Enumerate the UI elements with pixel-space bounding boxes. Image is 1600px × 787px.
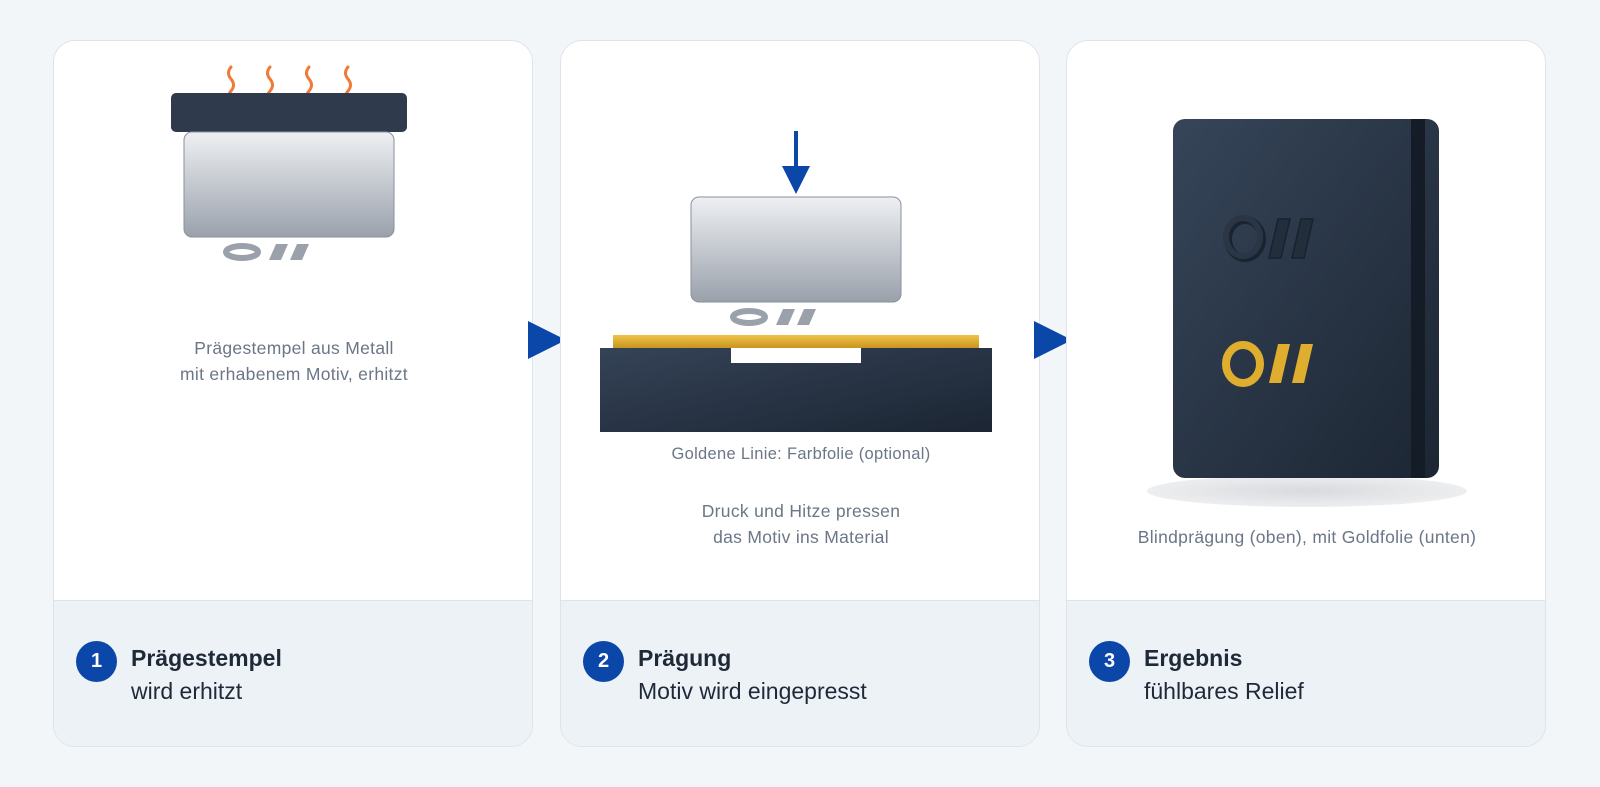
illustration-embossed-notebook: Blindprägung (oben), mit Goldfolie (unte…: [1067, 41, 1545, 601]
step-subtitle: wird erhitzt: [131, 678, 243, 704]
step-2-footer: 2 Prägung Motiv wird eingepresst: [561, 600, 1039, 746]
caption-line: das Motiv ins Material: [713, 527, 889, 547]
caption-line: mit erhabenem Motiv, erhitzt: [180, 364, 408, 384]
illustration-embossing-press: Goldene Linie: Farbfolie (optional) Druc…: [561, 41, 1039, 601]
step-number-badge: 3: [1089, 641, 1130, 682]
notebook-cover: [1173, 119, 1439, 478]
step-subtitle: Motiv wird eingepresst: [638, 678, 867, 704]
logo-motif-icon: [223, 243, 309, 261]
step-subtitle: fühlbares Relief: [1144, 678, 1304, 704]
notebook-shadow: [1147, 475, 1467, 507]
stamp-heater-plate: [171, 93, 407, 132]
triangle-right-icon: [528, 321, 566, 359]
step-number-badge: 2: [583, 641, 624, 682]
blind-embossed-logo-icon: [1223, 215, 1314, 262]
metal-stamp-block: [690, 196, 902, 303]
step-3-caption: Blindprägung (oben), mit Goldfolie (unte…: [1067, 524, 1545, 550]
caption-line: Prägestempel aus Metall: [194, 338, 394, 358]
gold-foil-logo-icon: [1222, 341, 1313, 387]
step-title: Prägung: [638, 645, 732, 671]
step-1-caption: Prägestempel aus Metall mit erhabenem Mo…: [54, 335, 532, 387]
step-title: Ergebnis: [1144, 645, 1243, 671]
caption-line: Blindprägung (oben), mit Goldfolie (unte…: [1137, 527, 1477, 547]
step-card-3: Blindprägung (oben), mit Goldfolie (unte…: [1066, 40, 1546, 747]
arrow-down-icon: [782, 131, 810, 194]
foil-note-text: Goldene Linie: Farbfolie (optional): [671, 445, 931, 463]
step-card-1: Prägestempel aus Metall mit erhabenem Mo…: [53, 40, 533, 747]
step-2-caption: Druck und Hitze pressen das Motiv ins Ma…: [561, 498, 1039, 550]
illustration-heated-stamp: Prägestempel aus Metall mit erhabenem Mo…: [54, 41, 532, 601]
embossing-recess: [731, 348, 861, 363]
triangle-right-icon: [1034, 321, 1072, 359]
step-title: Prägestempel: [131, 645, 282, 671]
metal-stamp-block: [183, 131, 395, 238]
step-number-badge: 1: [76, 641, 117, 682]
step-3-footer: 3 Ergebnis fühlbares Relief: [1067, 600, 1545, 746]
step-card-2: Goldene Linie: Farbfolie (optional) Druc…: [560, 40, 1040, 747]
logo-motif-icon: [730, 308, 816, 326]
gold-foil-layer: [613, 335, 979, 348]
step-1-footer: 1 Prägestempel wird erhitzt: [54, 600, 532, 746]
notebook-elastic-band: [1411, 119, 1425, 478]
foil-note: Goldene Linie: Farbfolie (optional): [561, 441, 1039, 467]
caption-line: Druck und Hitze pressen: [701, 501, 901, 521]
